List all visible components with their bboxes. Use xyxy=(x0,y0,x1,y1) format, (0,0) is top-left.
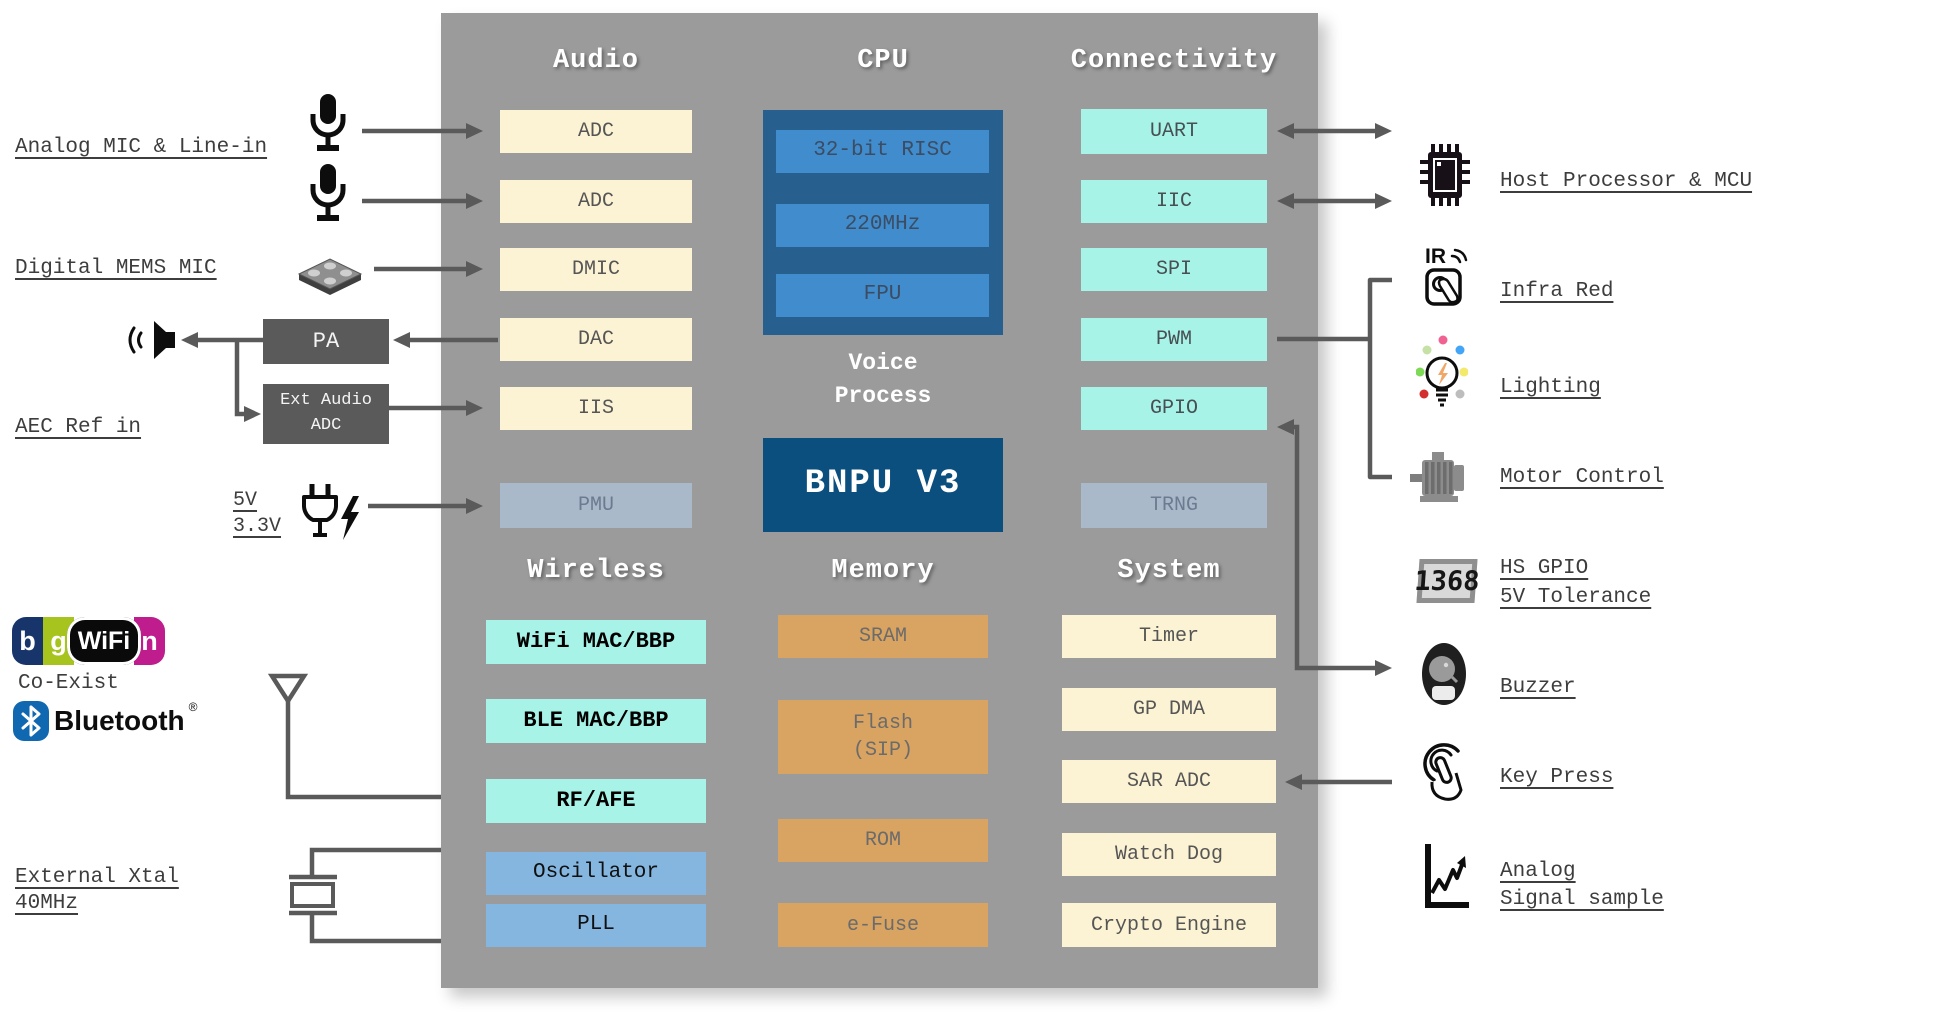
audio-adc1-box: ADC xyxy=(500,110,692,153)
svg-text:IR: IR xyxy=(1425,245,1446,268)
connectivity-section-title: Connectivity xyxy=(1070,46,1278,76)
oscillator-box: Oscillator xyxy=(486,852,706,895)
buzzer-icon xyxy=(1422,643,1466,705)
rf-afe-box: RF/AFE xyxy=(486,779,706,823)
host-processor-chip-icon xyxy=(1420,144,1470,206)
infra-red-label: Infra Red xyxy=(1500,280,1614,303)
key-press-label: Key Press xyxy=(1500,766,1614,789)
audio-section-title: Audio xyxy=(552,46,639,76)
hs-gpio-display-icon: 1368 xyxy=(1413,559,1481,603)
cpu-fpu-box: FPU xyxy=(776,274,989,317)
audio-dac-box: DAC xyxy=(500,318,692,361)
bluetooth-logo: Bluetooth ® xyxy=(12,700,197,742)
hs-gpio-label-line1: HS GPIO xyxy=(1500,557,1589,580)
wireless-section-title: Wireless xyxy=(527,556,665,586)
arrowhead xyxy=(1375,193,1392,209)
crypto-engine-box: Crypto Engine xyxy=(1062,903,1276,947)
microphone-icon xyxy=(310,94,346,151)
pwm-box: PWM xyxy=(1081,318,1267,361)
lighting-bulb-icon xyxy=(1416,335,1468,407)
pa-box: PA xyxy=(263,319,389,364)
system-section-title: System xyxy=(1117,556,1221,586)
host-processor-label: Host Processor & MCU xyxy=(1500,170,1753,193)
audio-iis-box: IIS xyxy=(500,387,692,430)
analog-sample-label-line1: Analog xyxy=(1500,860,1576,883)
sar-adc-box: SAR ADC xyxy=(1062,760,1276,803)
gp-dma-box: GP DMA xyxy=(1062,688,1276,731)
rom-box: ROM xyxy=(778,819,988,862)
external-xtal-label: External Xtal xyxy=(15,866,179,889)
motor-control-label: Motor Control xyxy=(1500,466,1664,489)
bluetooth-icon xyxy=(13,701,49,741)
gpio-box: GPIO xyxy=(1081,387,1267,430)
timer-box: Timer xyxy=(1062,615,1276,658)
ble-mac-bbp-box: BLE MAC/BBP xyxy=(486,699,706,743)
voice-process-line1: Voice xyxy=(848,350,918,376)
audio-dmic-box: DMIC xyxy=(500,248,692,291)
xtal-freq-label: 40MHz xyxy=(15,892,79,915)
flash-line1: Flash xyxy=(852,712,913,735)
power-plug-icon xyxy=(302,484,359,540)
voltage-5v-label: 5V xyxy=(233,489,258,512)
ext-audio-adc-box: Ext Audio ADC xyxy=(263,384,389,444)
analog-signal-chart-icon xyxy=(1425,844,1469,908)
lighting-label: Lighting xyxy=(1500,376,1601,399)
memory-section-title: Memory xyxy=(831,556,935,586)
cpu-section-title: CPU xyxy=(857,46,909,76)
spi-box: SPI xyxy=(1081,248,1267,291)
uart-box: UART xyxy=(1081,109,1267,154)
analog-mic-label: Analog MIC & Line-in xyxy=(15,136,268,159)
ext-audio-adc-line1: Ext Audio xyxy=(280,391,372,411)
crystal-body-icon xyxy=(290,882,335,908)
wifi-logo-b: b xyxy=(12,617,43,665)
bluetooth-wordmark: Bluetooth xyxy=(54,705,185,736)
sram-box: SRAM xyxy=(778,615,988,658)
antenna-icon xyxy=(267,673,309,706)
iic-box: IIC xyxy=(1081,180,1267,223)
wire-pa-to-ext-adc xyxy=(234,340,245,417)
arrowhead xyxy=(1375,660,1392,676)
wire-xtal-top xyxy=(309,847,441,876)
flash-box: Flash (SIP) xyxy=(778,700,988,774)
aec-ref-in-label: AEC Ref in xyxy=(15,416,142,439)
mems-chip-icon xyxy=(297,258,363,295)
arrowhead xyxy=(244,406,261,422)
wire-pwm-bracket xyxy=(1367,277,1392,480)
audio-adc2-box: ADC xyxy=(500,180,692,223)
pmu-box: PMU xyxy=(500,483,692,528)
wifi-mac-bbp-box: WiFi MAC/BBP xyxy=(486,620,706,664)
flash-line2: (SIP) xyxy=(852,739,913,762)
analog-sample-label-line2: Signal sample xyxy=(1500,888,1664,911)
watch-dog-box: Watch Dog xyxy=(1062,833,1276,876)
ext-audio-adc-line2: ADC xyxy=(310,416,342,435)
trng-box: TRNG xyxy=(1081,483,1267,528)
efuse-box: e-Fuse xyxy=(778,903,988,947)
digital-mems-mic-label: Digital MEMS MIC xyxy=(15,257,217,280)
voltage-3v3-label: 3.3V xyxy=(233,515,282,538)
motor-icon xyxy=(1410,452,1464,502)
hs-gpio-label-line2: 5V Tolerance xyxy=(1500,586,1652,609)
cpu-risc-box: 32-bit RISC xyxy=(776,130,989,173)
bluetooth-registered-mark: ® xyxy=(188,700,198,714)
speaker-icon xyxy=(128,321,175,359)
coexist-label: Co-Exist xyxy=(18,672,119,695)
wire-xtal-bottom xyxy=(309,914,441,944)
arrowhead xyxy=(393,332,410,348)
buzzer-label: Buzzer xyxy=(1500,676,1576,699)
wire-antenna-to-rf xyxy=(285,701,441,800)
arrowhead xyxy=(181,332,198,348)
voice-process-line2: Process xyxy=(834,383,932,409)
arrowhead xyxy=(1375,123,1392,139)
cpu-freq-box: 220MHz xyxy=(776,204,989,247)
key-press-icon xyxy=(1423,743,1463,801)
bnpu-v3-box: BNPU V3 xyxy=(763,438,1003,532)
pll-box: PLL xyxy=(486,904,706,947)
infra-red-remote-icon: IR xyxy=(1425,245,1468,306)
microphone-icon xyxy=(310,164,346,221)
wifi-logo-core: WiFi xyxy=(67,617,141,665)
